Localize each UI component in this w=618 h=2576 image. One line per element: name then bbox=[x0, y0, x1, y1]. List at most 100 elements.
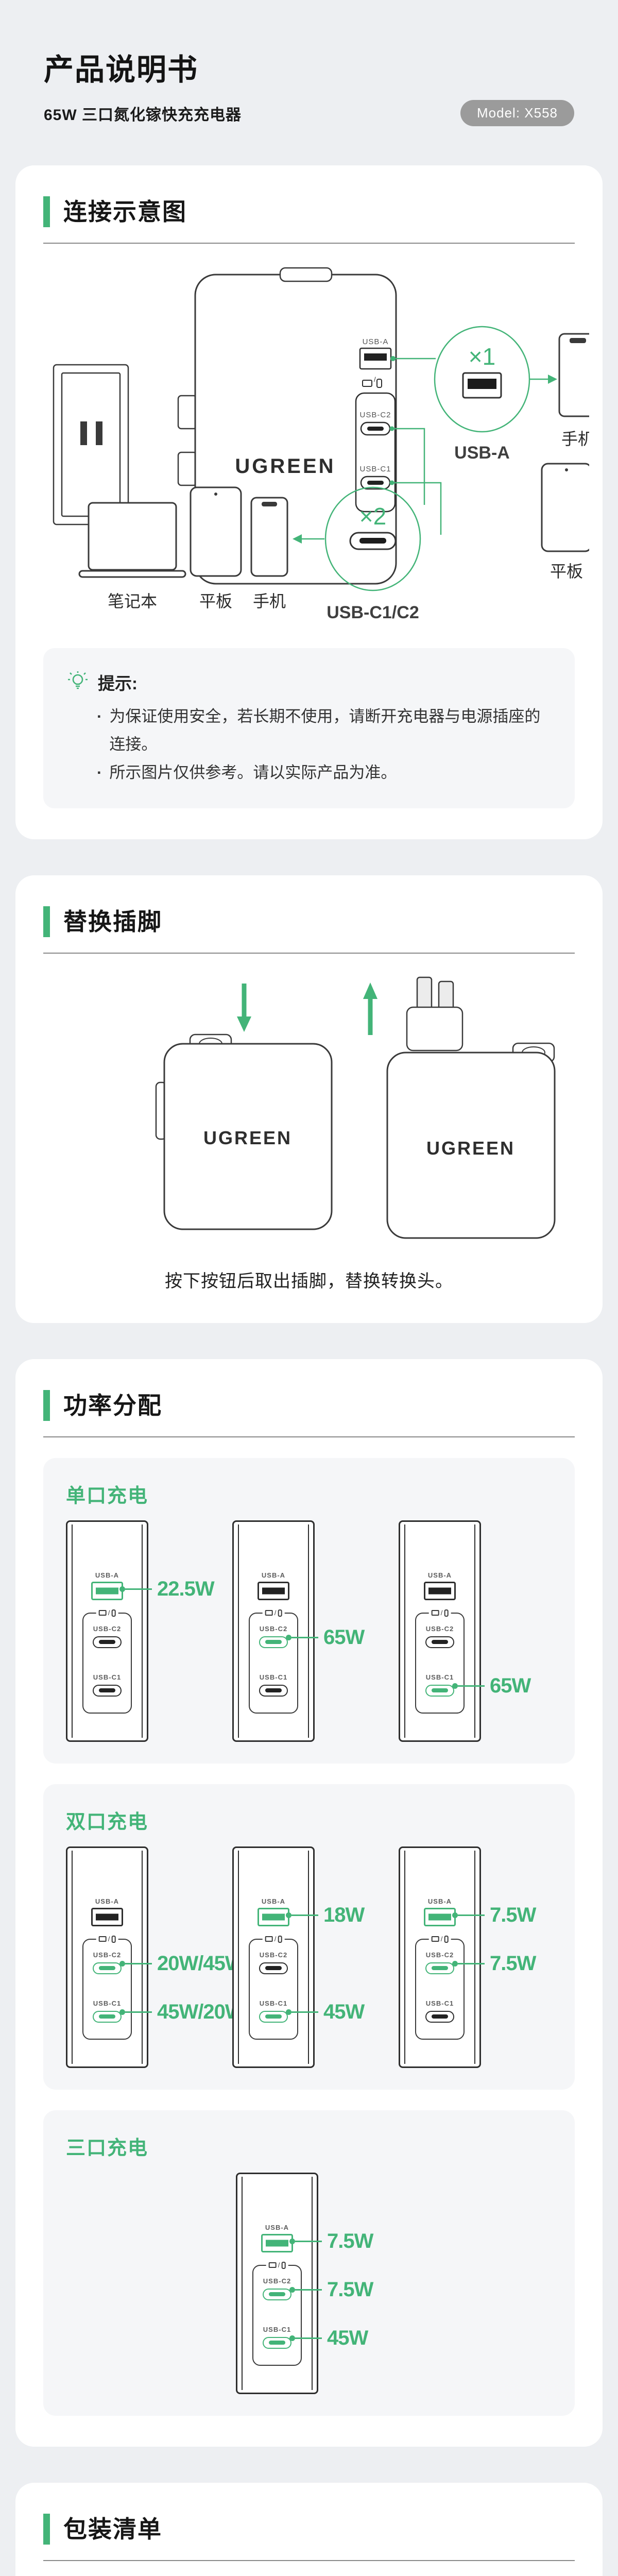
charger-brand: UGREEN bbox=[235, 455, 335, 478]
usb-a-port bbox=[91, 1907, 123, 1926]
page-title: 产品说明书 bbox=[44, 53, 199, 87]
usb-c2-port bbox=[259, 1962, 288, 1974]
charger-usbc1-label: USB-C1 bbox=[359, 465, 391, 473]
port-label: USB-C1 bbox=[93, 1999, 122, 2007]
usbc-callout-label: USB-C1/C2 bbox=[327, 603, 419, 622]
charger-panel: USB-A / USB-C2 USB-C1 7.5W 7.5W bbox=[399, 1846, 565, 2068]
port-label: USB-C2 bbox=[259, 1624, 288, 1633]
usb-c2-port bbox=[263, 2288, 291, 2300]
usb-c2-port bbox=[259, 1636, 288, 1648]
port-label: USB-C2 bbox=[93, 1951, 122, 1959]
phone-label: 手机 bbox=[561, 430, 589, 448]
tablet-right-label: 平板 bbox=[550, 562, 583, 581]
section-accent-bar bbox=[43, 1389, 50, 1421]
charger-panel: USB-A / USB-C2 USB-C1 7.5W 7.5W 45W bbox=[236, 2172, 402, 2394]
device-phone-label: 手机 bbox=[253, 592, 286, 611]
plug-replace-diagram: UGREEN UGREEN bbox=[155, 976, 556, 1239]
charger-brand: UGREEN bbox=[203, 1127, 292, 1148]
power-callout: 65W bbox=[452, 1674, 531, 1697]
charger-brand: UGREEN bbox=[426, 1138, 515, 1159]
power-callout: 7.5W bbox=[452, 1904, 536, 1926]
power-callout: 22.5W bbox=[119, 1578, 215, 1600]
subcard-dual-port: 双口充电 USB-A / USB-C2 USB-C1 bbox=[43, 1784, 575, 2090]
x1-badge: ×1 bbox=[469, 343, 495, 370]
usb-c2-port bbox=[93, 1962, 122, 1974]
tip-item: 为保证使用安全，若长期不使用，请断开充电器与电源插座的连接。 bbox=[97, 703, 551, 759]
port-label: USB-A bbox=[95, 1897, 119, 1905]
port-label: USB-C2 bbox=[93, 1624, 122, 1633]
usb-c2-port bbox=[93, 1636, 122, 1648]
card-connection: 连接示意图 UGREEN USB-A bbox=[15, 165, 603, 839]
port-label: USB-A bbox=[95, 1571, 119, 1579]
divider bbox=[43, 243, 575, 244]
usb-a-port bbox=[258, 1581, 289, 1600]
charger-panel: USB-A / USB-C2 USB-C1 18W 45W bbox=[232, 1846, 399, 2068]
port-label: USB-C1 bbox=[259, 1673, 288, 1681]
charger-panel: USB-A / USB-C2 USB-C1 20W/45W 45W/20W bbox=[66, 1846, 245, 2068]
power-callout: 18W bbox=[286, 1904, 365, 1926]
port-label: USB-C2 bbox=[425, 1624, 454, 1633]
usb-c1-port bbox=[263, 2336, 291, 2349]
power-callout: 45W bbox=[289, 2327, 368, 2349]
single-port-label: 单口充电 bbox=[66, 1485, 149, 1507]
power-callout: 45W/20W bbox=[119, 2001, 245, 2023]
power-callout: 7.5W bbox=[289, 2230, 373, 2252]
usb-a-port bbox=[91, 1581, 123, 1600]
section-accent-bar bbox=[43, 906, 50, 937]
divider bbox=[43, 952, 575, 954]
tip-list: 为保证使用安全，若长期不使用，请断开充电器与电源插座的连接。 所示图片仅供参考。… bbox=[67, 703, 551, 787]
wall-outlet-icon bbox=[53, 364, 129, 526]
divider bbox=[43, 2560, 575, 2561]
port-label: USB-C1 bbox=[93, 1673, 122, 1681]
port-label: USB-A bbox=[261, 1897, 286, 1905]
tablet-icon bbox=[190, 486, 242, 577]
usb-a-port bbox=[258, 1907, 289, 1926]
divider bbox=[43, 1436, 575, 1437]
port-label: USB-C2 bbox=[425, 1951, 454, 1959]
charger-usba-label: USB-A bbox=[363, 337, 389, 346]
section-accent-bar bbox=[43, 2513, 50, 2545]
header: 产品说明书 65W 三口氮化镓快充充电器 Model: X558 bbox=[0, 0, 618, 126]
usb-c1-port bbox=[93, 1684, 122, 1697]
connection-diagram: UGREEN USB-A / USB-C2 USB-C1 bbox=[53, 267, 589, 622]
port-label: USB-C1 bbox=[263, 2325, 291, 2333]
power-callout: 65W bbox=[286, 1626, 365, 1649]
power-callout: 7.5W bbox=[289, 2278, 373, 2301]
device-type-icon: / bbox=[96, 1607, 118, 1618]
tip-title: 提示: bbox=[98, 674, 138, 693]
device-laptop-label: 笔记本 bbox=[108, 592, 157, 611]
device-type-icon: / bbox=[96, 1934, 118, 1944]
subcard-triple-port: 三口充电 USB-A / USB-C2 USB-C1 7. bbox=[43, 2110, 575, 2416]
arrow-up-icon bbox=[363, 982, 377, 1035]
charger-usbc2-label: USB-C2 bbox=[359, 411, 391, 419]
device-type-icon: / bbox=[262, 1607, 285, 1618]
port-label: USB-C1 bbox=[259, 1999, 288, 2007]
tip-item: 所示图片仅供参考。请以实际产品为准。 bbox=[97, 759, 551, 787]
usb-a-port-icon bbox=[462, 372, 502, 399]
charger-illustration bbox=[386, 1042, 556, 1239]
charger-panel: USB-A / USB-C2 USB-C1 65W bbox=[232, 1520, 399, 1742]
power-callout: 45W bbox=[286, 2001, 365, 2023]
usb-c-port-icon bbox=[349, 532, 397, 550]
charger-illustration bbox=[155, 1033, 333, 1230]
usb-c1-port bbox=[259, 1684, 288, 1697]
card-plug: 替换插脚 UGREEN bbox=[15, 875, 603, 1323]
page-subtitle: 65W 三口氮化镓快充充电器 bbox=[44, 106, 242, 124]
lightbulb-icon bbox=[68, 671, 88, 689]
port-label: USB-A bbox=[265, 2223, 289, 2231]
usb-a-port bbox=[261, 2233, 293, 2252]
card-power: 功率分配 单口充电 USB-A / USB-C2 USB-C1 bbox=[15, 1359, 603, 2447]
section-title-connection: 连接示意图 bbox=[63, 198, 187, 225]
power-callout: 20W/45W bbox=[119, 1952, 245, 1975]
section-title-plug: 替换插脚 bbox=[63, 908, 162, 935]
charger-panel: USB-A / USB-C2 USB-C1 22.5W bbox=[66, 1520, 232, 1742]
detached-plug-icon bbox=[406, 976, 464, 1051]
charger-panel: USB-A / USB-C2 USB-C1 65W bbox=[399, 1520, 565, 1742]
device-type-icon: / bbox=[428, 1607, 451, 1618]
subcard-single-port: 单口充电 USB-A / USB-C2 USB-C1 bbox=[43, 1458, 575, 1764]
plug-caption: 按下按钮后取出插脚，替换转换头。 bbox=[165, 1271, 453, 1291]
port-label: USB-C2 bbox=[259, 1951, 288, 1959]
card-packing: 包装清单 65W 三口氮化镓快充充电器×1 中规转换头×1 bbox=[15, 2482, 603, 2576]
phone-icon bbox=[558, 333, 589, 417]
